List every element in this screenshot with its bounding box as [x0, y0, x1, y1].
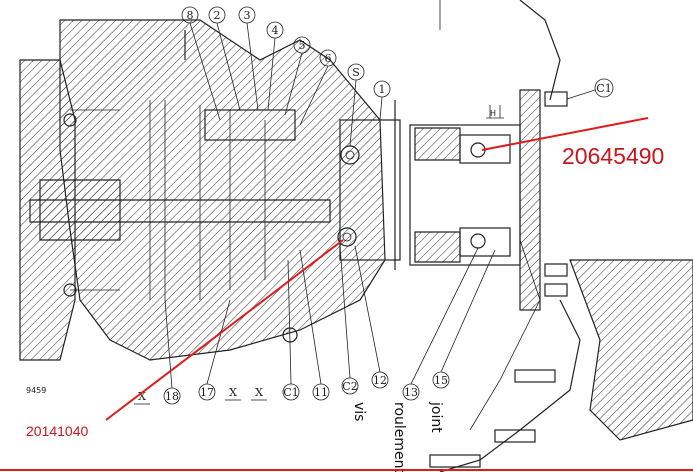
svg-text:6: 6: [325, 52, 332, 65]
callout-8: 8: [181, 6, 221, 121]
svg-text:C2: C2: [342, 380, 357, 393]
svg-text:18: 18: [165, 390, 179, 403]
label-vis: vis: [351, 402, 367, 421]
reference-annotations: 20645490 20141040: [26, 117, 664, 439]
svg-text:X: X: [229, 386, 237, 399]
callout-3: 3: [238, 6, 259, 111]
callout-bottom-11: 11: [299, 249, 330, 401]
svg-text:13: 13: [404, 386, 418, 399]
callout-S: S: [347, 63, 365, 147]
right-bearing-assembly: [409, 89, 568, 311]
svg-text:X: X: [255, 386, 263, 399]
callout-bottom-X3: X: [251, 386, 267, 401]
callout-5: 5: [284, 36, 311, 116]
callout-4: 4: [266, 21, 284, 111]
ref-left: 20141040: [26, 423, 89, 439]
svg-text:15: 15: [434, 374, 448, 387]
callout-bottom-18: 18: [163, 299, 181, 405]
callout-1: 1: [373, 80, 391, 121]
callout-bottom-13: 13: [402, 247, 479, 401]
svg-text:3: 3: [244, 9, 251, 22]
callout-2: 2: [208, 6, 241, 111]
svg-text:C1: C1: [283, 386, 298, 399]
svg-text:H: H: [490, 109, 496, 118]
svg-text:12: 12: [373, 374, 387, 387]
svg-text:8: 8: [187, 9, 194, 22]
ref-right: 20645490: [562, 143, 664, 169]
callout-bottom-X1: X: [134, 390, 150, 405]
chassis-plate: [429, 0, 693, 472]
svg-text:X: X: [138, 390, 146, 403]
svg-text:1: 1: [379, 83, 386, 96]
dimension-h: H: [486, 109, 504, 119]
leader-line-left: [105, 239, 344, 421]
svg-text:C1: C1: [596, 82, 611, 95]
svg-text:17: 17: [200, 386, 214, 399]
top-callouts: 8 2 3 4 5 6 S: [181, 6, 391, 147]
figure-code: 9459: [26, 386, 46, 395]
callout-bottom-17: 17: [198, 299, 231, 401]
left-housing: [19, 19, 401, 361]
callout-bottom-12: 12: [354, 245, 389, 389]
callout-6: 6: [299, 49, 337, 126]
svg-text:S: S: [352, 66, 360, 79]
svg-text:2: 2: [214, 9, 221, 22]
leader-line-right: [481, 117, 649, 151]
callout-right-C1: C1: [566, 78, 614, 100]
callout-bottom-C2: C2: [339, 245, 359, 395]
svg-text:11: 11: [314, 386, 328, 399]
label-roulement: roulement: [391, 402, 407, 472]
svg-text:4: 4: [272, 24, 279, 37]
callout-bottom-15: 15: [432, 249, 496, 389]
label-joint: joint: [428, 401, 444, 433]
svg-text:5: 5: [299, 39, 306, 52]
callout-bottom-X2: X: [225, 386, 241, 401]
